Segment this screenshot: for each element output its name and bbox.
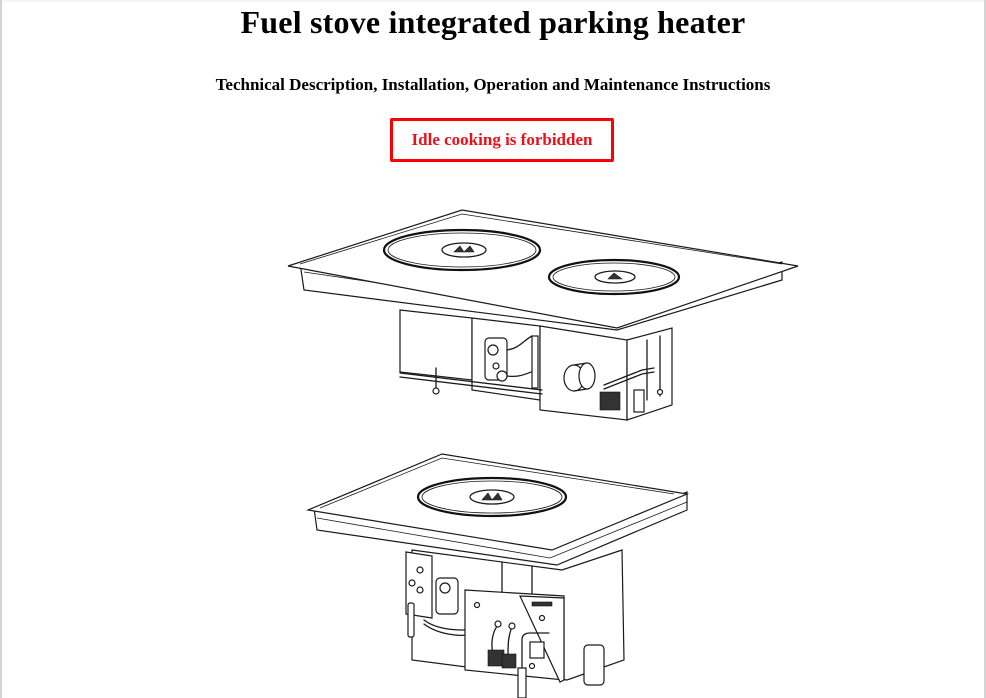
document-title: Fuel stove integrated parking heater — [240, 4, 746, 40]
warning-text: Idle cooking is forbidden — [411, 130, 593, 149]
single-burner-stove-drawing — [305, 453, 690, 698]
page-top-edge — [2, 0, 984, 3]
warning-box: Idle cooking is forbidden — [390, 118, 614, 162]
document-subtitle: Technical Description, Installation, Ope… — [215, 75, 771, 94]
two-burner-stove-drawing — [287, 209, 799, 421]
figure-two-burner-stove — [282, 200, 802, 430]
figure-single-burner-stove — [302, 450, 702, 698]
